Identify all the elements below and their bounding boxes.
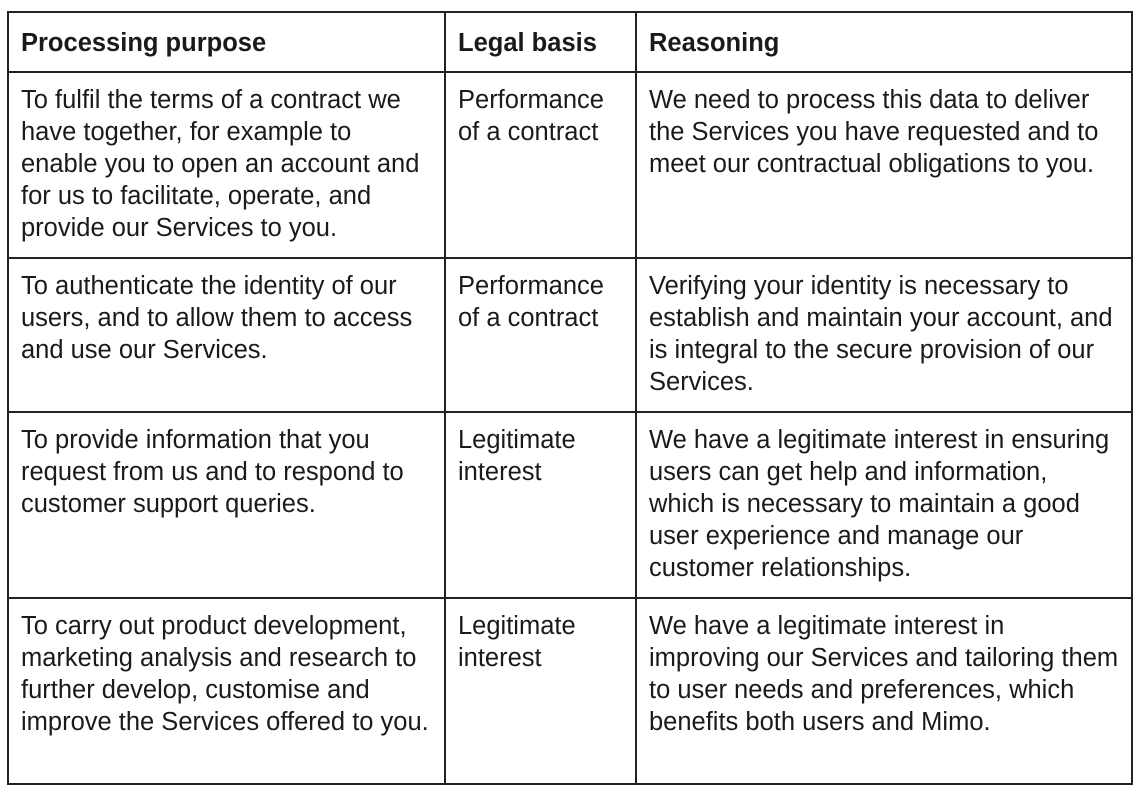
cell-processing-purpose: To carry out product development, market… [7, 597, 446, 785]
cell-reasoning: We have a legitimate interest in ensurin… [635, 411, 1133, 599]
table-header-row: Processing purpose Legal basis Reasoning [7, 11, 1133, 73]
header-processing-purpose: Processing purpose [7, 11, 446, 73]
cell-reasoning: Verifying your identity is necessary to … [635, 257, 1133, 413]
cell-processing-purpose: To authenticate the identity of our user… [7, 257, 446, 413]
table-row: To authenticate the identity of our user… [7, 257, 1133, 413]
cell-legal-basis: Legitimate interest [444, 411, 637, 599]
table-row: To carry out product development, market… [7, 597, 1133, 785]
processing-purposes-table: Processing purpose Legal basis Reasoning… [7, 11, 1133, 785]
header-legal-basis: Legal basis [444, 11, 637, 73]
table-row: To provide information that you request … [7, 411, 1133, 599]
table-row: To fulfil the terms of a contract we hav… [7, 71, 1133, 259]
cell-legal-basis: Performance of a contract [444, 257, 637, 413]
cell-processing-purpose: To fulfil the terms of a contract we hav… [7, 71, 446, 259]
cell-processing-purpose: To provide information that you request … [7, 411, 446, 599]
cell-reasoning: We need to process this data to deliver … [635, 71, 1133, 259]
cell-reasoning: We have a legitimate interest in improvi… [635, 597, 1133, 785]
cell-legal-basis: Performance of a contract [444, 71, 637, 259]
cell-legal-basis: Legitimate interest [444, 597, 637, 785]
header-reasoning: Reasoning [635, 11, 1133, 73]
